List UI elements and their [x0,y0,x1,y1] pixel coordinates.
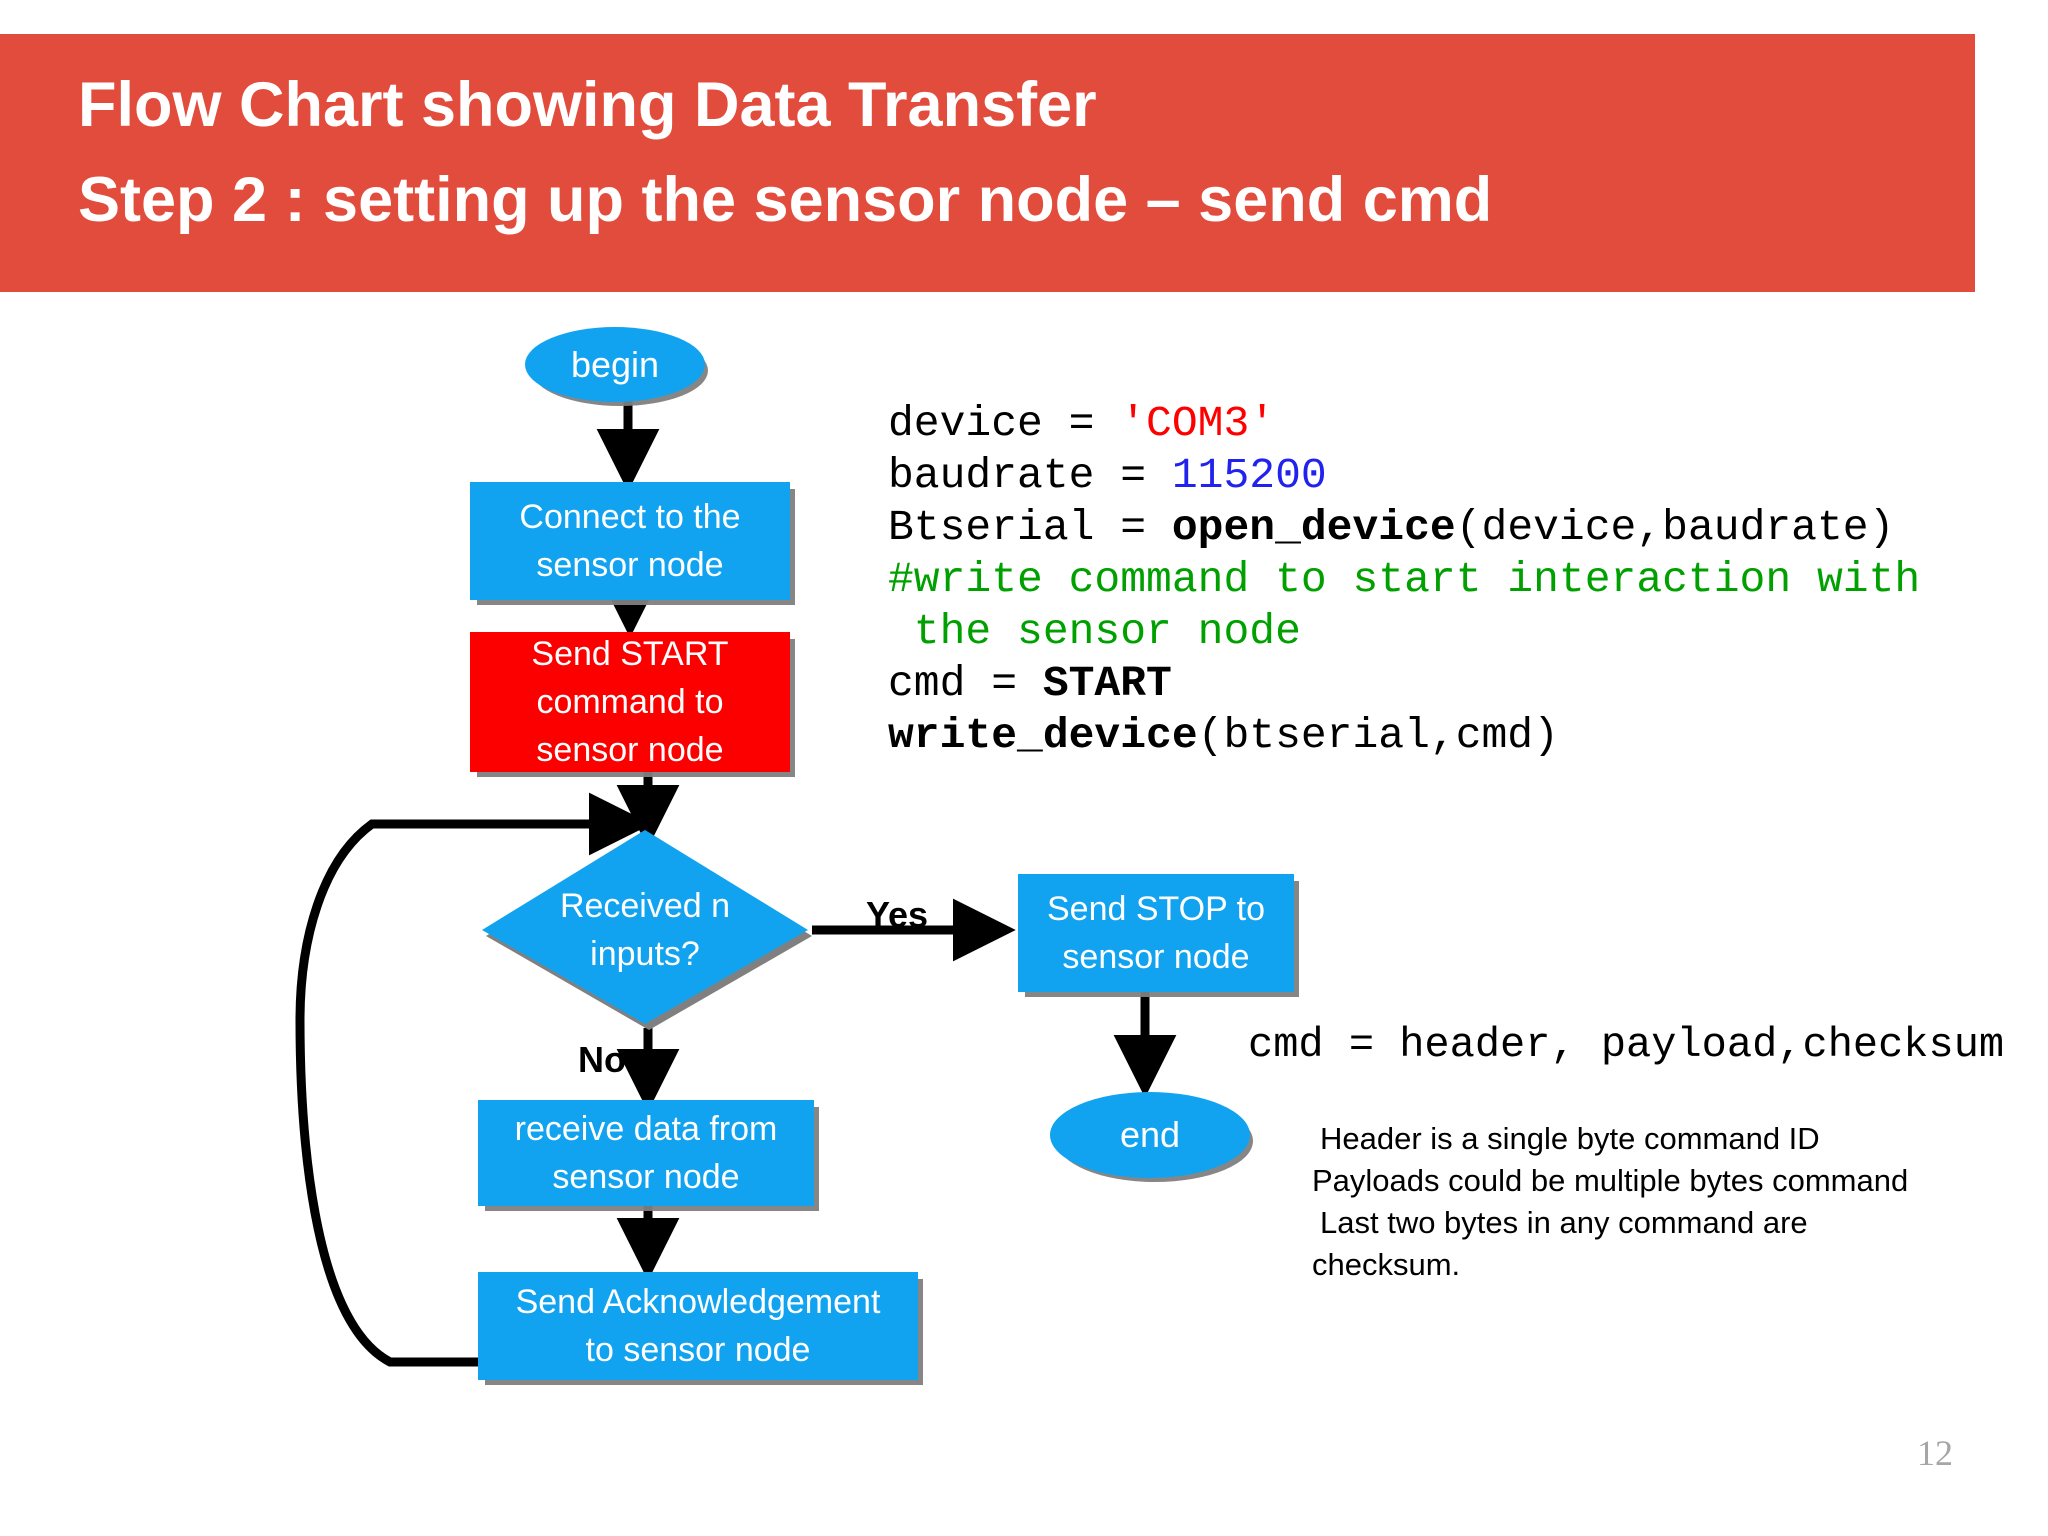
code-token: 'COM3' [1120,399,1276,448]
edge-label-yes: Yes [866,894,929,935]
code-line: baudrate = 115200 [888,450,2048,502]
code-token: baudrate = [888,451,1172,500]
flow-node-send-stop-label: Send STOP to sensor node [1047,890,1265,976]
code-line: device = 'COM3' [888,398,2048,450]
code-token: write_device [888,711,1198,760]
code-line: #write command to start interaction with [888,554,2048,606]
code-token: (btserial,cmd) [1197,711,1559,760]
checksum-notes: Header is a single byte command ID Payloa… [1312,1118,2032,1286]
flow-node-connect[interactable]: Connect to the sensor node [470,482,790,600]
code-line: Btserial = open_device(device,baudrate) [888,502,2048,554]
code-token: the sensor node [888,607,1301,656]
code-line: cmd = START [888,658,2048,710]
cmd-format-annotation: cmd = header, payload,checksum [1248,1021,2005,1069]
code-line: write_device(btserial,cmd) [888,710,2048,762]
code-token: device = [888,399,1121,448]
code-token: cmd = [888,659,1043,708]
page-number: 12 [1917,1433,1953,1473]
note-line: Last two bytes in any command are [1320,1205,1808,1240]
flow-node-end[interactable]: end [1050,1092,1250,1178]
code-token: (device,baudrate) [1455,503,1895,552]
note-line: Payloads could be multiple bytes command [1312,1163,1909,1198]
code-token: Btserial = [888,503,1172,552]
flow-node-decision-label: Received n inputs? [559,887,731,973]
flow-node-send-start[interactable]: Send START command to sensor node [470,632,790,772]
edge-label-no: No [578,1039,626,1080]
flow-node-begin[interactable]: begin [525,327,705,402]
flow-node-send-start-label: Send START command to sensor node [531,635,729,769]
slide-title-bar: Flow Chart showing Data Transfer Step 2 … [0,34,1975,292]
page-title-line-1: Flow Chart showing Data Transfer [78,70,1097,140]
flow-node-decision[interactable]: Received n inputs? [478,830,812,1030]
flow-node-end-label: end [1119,1114,1181,1155]
flow-node-begin-label: begin [570,343,660,385]
flow-node-receive[interactable]: receive data from sensor node [478,1100,814,1206]
flow-node-ack[interactable]: Send Acknowledgement to sensor node [478,1272,918,1380]
flow-node-send-stop[interactable]: Send STOP to sensor node [1018,874,1294,992]
code-token: #write command to start interaction with [888,555,1921,604]
note-line: checksum. [1312,1247,1461,1282]
flow-node-receive-label: receive data from sensor node [514,1110,778,1196]
note-line: Header is a single byte command ID [1320,1121,1820,1156]
code-token: open_device [1171,503,1456,552]
code-token: START [1042,659,1172,708]
code-line: the sensor node [888,606,2048,658]
diamond-shape-icon [482,830,812,1030]
code-token: 115200 [1171,451,1327,500]
flow-node-ack-label: Send Acknowledgement to sensor node [515,1283,881,1369]
flow-node-connect-label: Connect to the sensor node [519,498,741,584]
page-title-line-2: Step 2 : setting up the sensor node – se… [78,165,1493,235]
